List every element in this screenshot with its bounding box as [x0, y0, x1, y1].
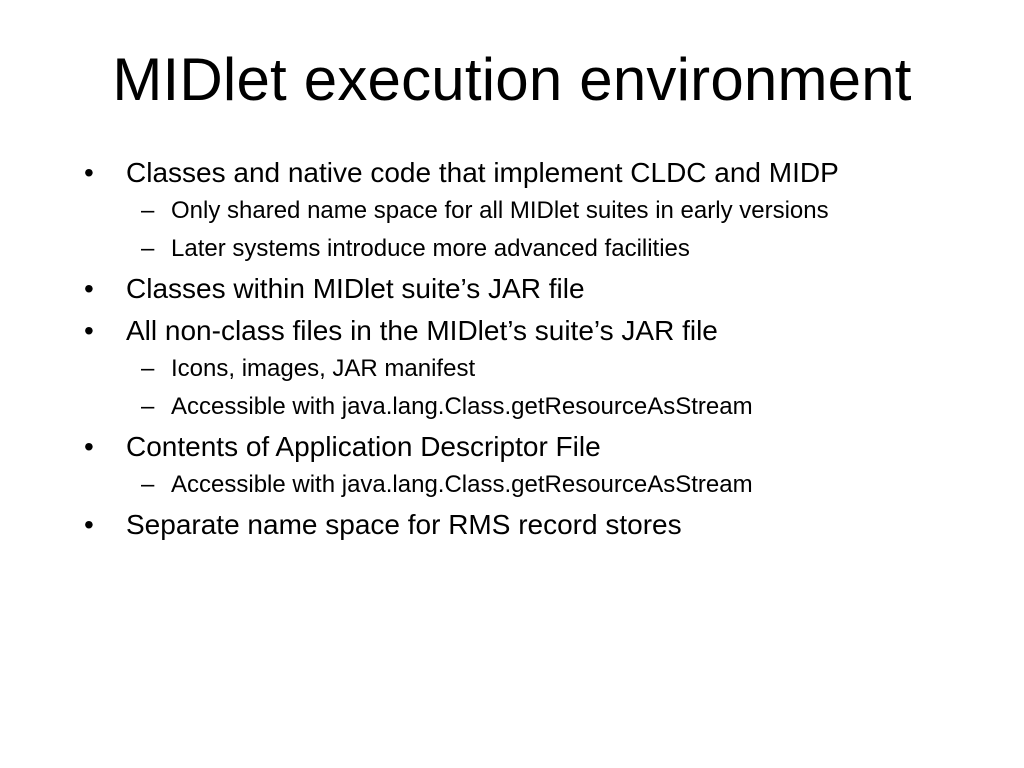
sub-bullet-text: Only shared name space for all MIDlet su… [171, 197, 829, 224]
sub-bullet-marker: – [141, 235, 155, 262]
bullet-text: Classes and native code that implement C… [126, 157, 839, 188]
bullet-marker: • [84, 273, 94, 304]
bullet-item: • All non-class files in the MIDlet’s su… [84, 314, 944, 422]
sub-bullet-text: Accessible with java.lang.Class.getResou… [171, 393, 753, 420]
sub-bullet-item: – Accessible with java.lang.Class.getRes… [126, 392, 944, 422]
bullet-text: All non-class files in the MIDlet’s suit… [126, 315, 718, 346]
bullet-text: Contents of Application Descriptor File [126, 431, 601, 462]
bullet-list: • Classes and native code that implement… [84, 156, 944, 550]
sub-bullet-text: Accessible with java.lang.Class.getResou… [171, 471, 753, 498]
sub-bullet-list: – Icons, images, JAR manifest – Accessib… [126, 354, 944, 422]
sub-bullet-marker: – [141, 393, 155, 420]
sub-bullet-marker: – [141, 355, 155, 382]
bullet-marker: • [84, 157, 94, 188]
sub-bullet-marker: – [141, 197, 155, 224]
bullet-item: • Separate name space for RMS record sto… [84, 508, 944, 542]
bullet-item: • Contents of Application Descriptor Fil… [84, 430, 944, 500]
sub-bullet-text: Icons, images, JAR manifest [171, 355, 476, 382]
bullet-marker: • [84, 315, 94, 346]
bullet-item: • Classes and native code that implement… [84, 156, 944, 264]
sub-bullet-item: – Accessible with java.lang.Class.getRes… [126, 470, 944, 500]
sub-bullet-text: Later systems introduce more advanced fa… [171, 235, 690, 262]
bullet-text: Separate name space for RMS record store… [126, 509, 682, 540]
bullet-item: • Classes within MIDlet suite’s JAR file [84, 272, 944, 306]
sub-bullet-item: – Later systems introduce more advanced … [126, 234, 944, 264]
bullet-text: Classes within MIDlet suite’s JAR file [126, 273, 585, 304]
slide-title: MIDlet execution environment [112, 46, 912, 113]
sub-bullet-list: – Accessible with java.lang.Class.getRes… [126, 470, 944, 500]
sub-bullet-item: – Only shared name space for all MIDlet … [126, 196, 944, 226]
bullet-marker: • [84, 431, 94, 462]
sub-bullet-marker: – [141, 471, 155, 498]
sub-bullet-list: – Only shared name space for all MIDlet … [126, 196, 944, 264]
sub-bullet-item: – Icons, images, JAR manifest [126, 354, 944, 384]
bullet-marker: • [84, 509, 94, 540]
